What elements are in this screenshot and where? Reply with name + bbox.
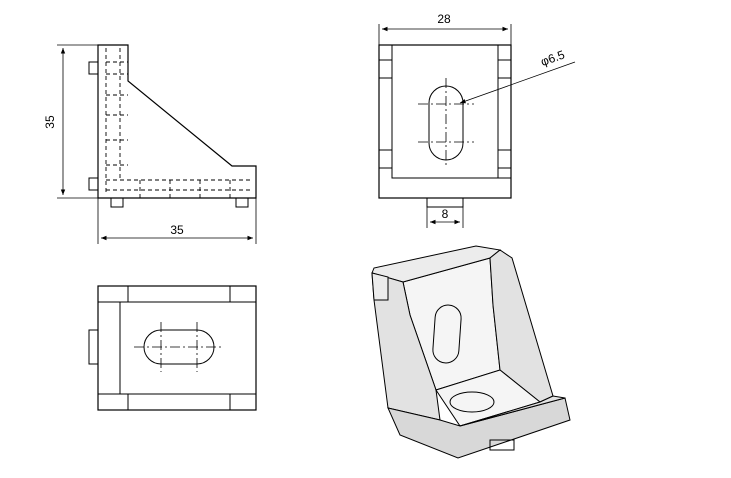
iso-back-slot: [432, 304, 462, 364]
dim-hole-diameter: φ6.5: [539, 47, 567, 69]
iso-base-slot: [449, 391, 495, 413]
dim-side-height: 35: [43, 115, 57, 129]
front-view: 28 8 φ6.5: [378, 12, 576, 228]
dim-front-width: 28: [437, 12, 451, 26]
side-tab-bottom-right: [235, 197, 249, 208]
dim-side-width: 35: [170, 223, 184, 237]
iso-tab: [489, 439, 515, 451]
top-view: [88, 285, 257, 411]
side-tab-top: [88, 61, 99, 75]
side-view-outline: [97, 44, 257, 199]
front-view-outline: [378, 44, 512, 199]
side-tab-bottom-left: [110, 197, 124, 208]
top-view-outline: [97, 285, 257, 411]
isometric-view: [371, 245, 571, 459]
front-tab: [426, 197, 464, 208]
top-view-tab: [88, 329, 99, 365]
side-view: 35 35: [43, 44, 257, 244]
dim-tab-width: 8: [442, 207, 449, 221]
side-tab-bottom: [88, 177, 99, 191]
